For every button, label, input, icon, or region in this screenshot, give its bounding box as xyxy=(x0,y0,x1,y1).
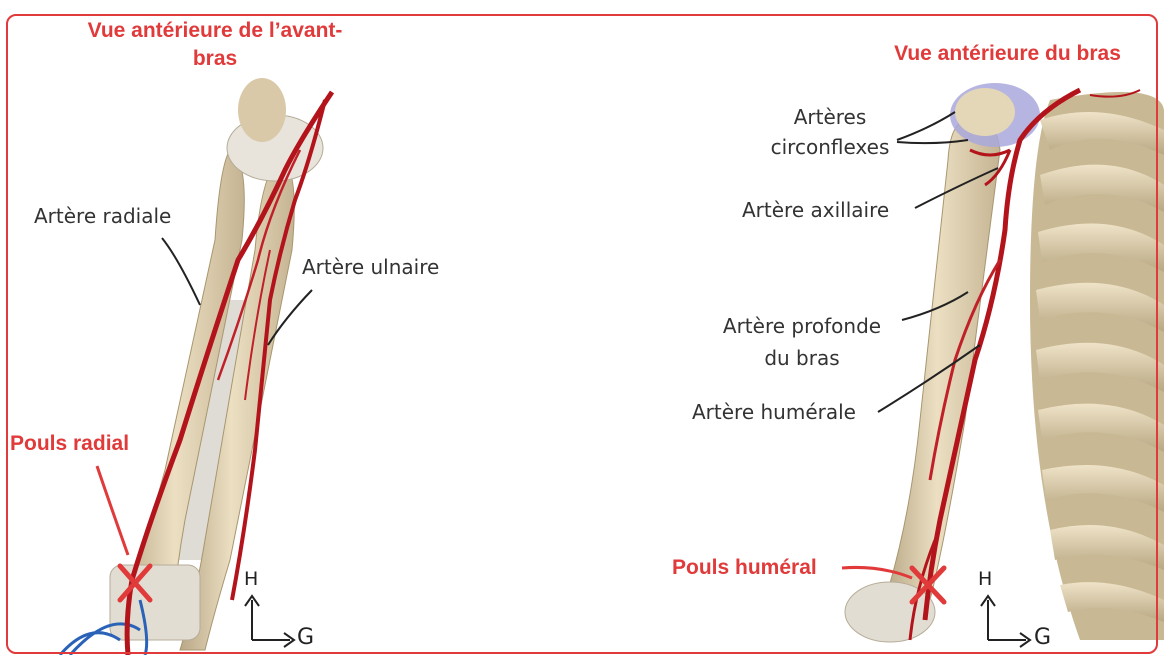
right-panel-title: Vue antérieure du bras xyxy=(870,40,1145,68)
brachial-pulse-label: Pouls huméral xyxy=(672,556,817,580)
radial-artery-label: Artère radiale xyxy=(34,204,171,228)
brachial-artery-label: Artère humérale xyxy=(692,400,856,424)
axis-right-label-left: G xyxy=(297,625,314,650)
ulnar-artery-label: Artère ulnaire xyxy=(302,255,439,279)
figure-frame xyxy=(6,14,1158,654)
axis-up-label-left: H xyxy=(244,568,258,590)
axis-up-label-right: H xyxy=(978,568,992,590)
radial-pulse-label: Pouls radial xyxy=(10,432,129,456)
circumflex-arteries-label: Artères circonflexes xyxy=(760,102,900,162)
axis-right-label-right: G xyxy=(1034,625,1051,650)
axillary-artery-label: Artère axillaire xyxy=(742,198,889,222)
left-panel-title: Vue antérieure de l’avant- bras xyxy=(60,17,370,73)
deep-brachial-artery-label: Artère profonde du bras xyxy=(702,310,902,374)
